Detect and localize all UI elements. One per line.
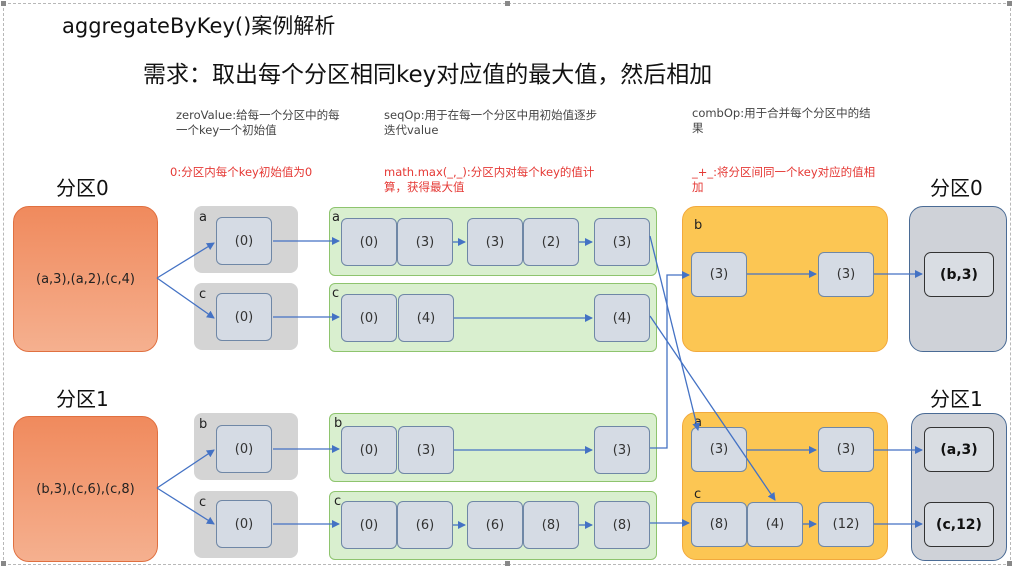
seq-op-desc: seqOp:用于在每一个分区中用初始值逐步迭代value xyxy=(384,108,598,137)
resize-handle[interactable] xyxy=(505,1,510,6)
key-label: b xyxy=(694,218,703,233)
comb-op-desc: combOp:用于合并每个分区中的结果 xyxy=(692,106,871,135)
flow-arrow xyxy=(649,315,776,501)
resize-handle[interactable] xyxy=(1,561,6,566)
key-label: c xyxy=(199,287,207,302)
result-cell[interactable]: (b,3) xyxy=(924,252,994,297)
zero-cell[interactable]: (0) xyxy=(216,500,272,548)
seq-cell[interactable]: (4) xyxy=(398,294,454,342)
comb-op-note: _+_:将分区间同一个key对应的值相加 xyxy=(692,165,876,194)
zero-cell[interactable]: (0) xyxy=(216,217,272,265)
comb-cell[interactable]: (3) xyxy=(818,427,874,472)
partition1-label: 分区1 xyxy=(56,387,109,411)
flow-arrow xyxy=(156,277,215,319)
seq-cell[interactable]: (3) xyxy=(467,218,523,266)
comb-cell[interactable]: (3) xyxy=(691,252,747,297)
seq-cell[interactable]: (3) xyxy=(398,426,454,474)
zero-cell[interactable]: (0) xyxy=(216,425,272,473)
resize-handle[interactable] xyxy=(1007,1,1012,6)
zero-cell[interactable]: (0) xyxy=(216,293,272,341)
seq-cell[interactable]: (0) xyxy=(341,501,397,549)
zero-value-desc: zeroValue:给每一个分区中的每一个key一个初始值 xyxy=(176,108,340,137)
key-label: c xyxy=(334,494,342,509)
comb-cell[interactable]: (3) xyxy=(691,427,747,472)
result-cell[interactable]: (a,3) xyxy=(924,427,994,472)
partition1-source[interactable]: (b,3),(c,6),(c,8) xyxy=(13,416,158,562)
key-label: c xyxy=(199,495,207,510)
resize-handle[interactable] xyxy=(505,561,510,566)
seq-cell[interactable]: (4) xyxy=(594,294,650,342)
comb-cell[interactable]: (4) xyxy=(747,502,803,547)
result-partition1-label: 分区1 xyxy=(930,387,983,411)
seq-cell[interactable]: (2) xyxy=(523,218,579,266)
seq-cell[interactable]: (0) xyxy=(341,426,397,474)
comb-cell[interactable]: (8) xyxy=(691,502,747,547)
partition0-source[interactable]: (a,3),(a,2),(c,4) xyxy=(13,206,158,352)
result-partition0-label: 分区0 xyxy=(930,176,983,200)
key-label: b xyxy=(199,417,208,432)
page-title: aggregateByKey()案例解析 xyxy=(62,14,336,38)
requirement-subtitle: 需求：取出每个分区相同key对应值的最大值，然后相加 xyxy=(143,62,713,88)
seq-cell[interactable]: (0) xyxy=(341,294,397,342)
flow-arrow xyxy=(156,487,215,525)
seq-cell[interactable]: (3) xyxy=(397,218,453,266)
comb-cell[interactable]: (3) xyxy=(818,252,874,297)
result-cell[interactable]: (c,12) xyxy=(924,502,994,547)
key-label: c xyxy=(694,487,702,502)
flow-arrow xyxy=(156,242,215,279)
partition0-label: 分区0 xyxy=(56,176,109,200)
flow-arrow xyxy=(649,235,701,431)
seq-cell[interactable]: (6) xyxy=(467,501,523,549)
seq-op-note: math.max(_,_):分区内对每个key的值计算，获得最大值 xyxy=(384,165,595,194)
resize-handle[interactable] xyxy=(1,1,6,6)
flow-arrow xyxy=(650,271,690,449)
zero-value-note: 0:分区内每个key初始值为0 xyxy=(170,165,313,179)
resize-handle[interactable] xyxy=(1007,561,1012,566)
comb-cell[interactable]: (12) xyxy=(818,502,874,547)
key-label: a xyxy=(199,210,207,225)
seq-cell[interactable]: (8) xyxy=(594,501,650,549)
seq-cell[interactable]: (8) xyxy=(523,501,579,549)
flow-arrow xyxy=(156,449,215,489)
key-label: c xyxy=(332,286,340,301)
seq-cell[interactable]: (3) xyxy=(594,426,650,474)
seq-cell[interactable]: (3) xyxy=(594,218,650,266)
key-label: b xyxy=(334,416,343,431)
key-label: a xyxy=(332,210,340,225)
seq-cell[interactable]: (6) xyxy=(397,501,453,549)
seq-cell[interactable]: (0) xyxy=(341,218,397,266)
